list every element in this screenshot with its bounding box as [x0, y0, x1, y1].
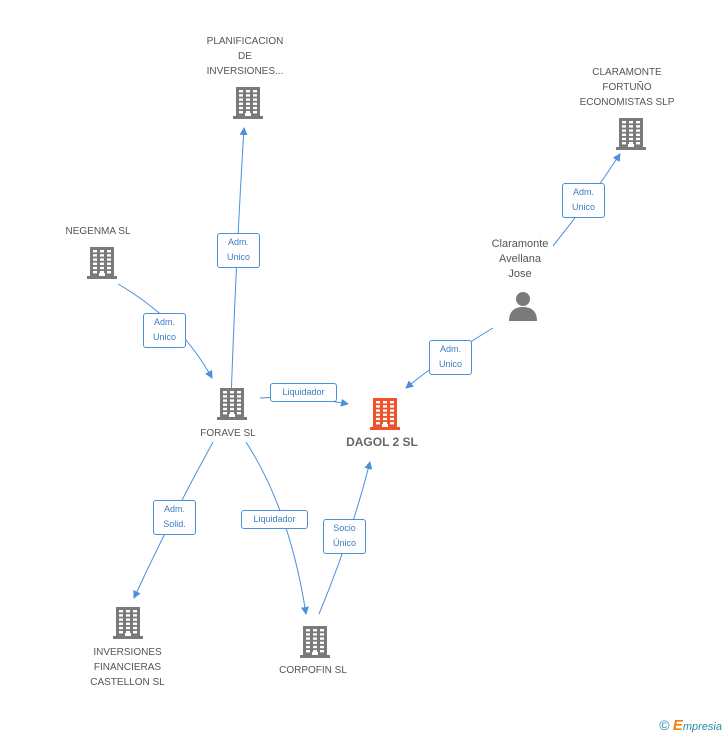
node-label-forave[interactable]: FORAVE SL	[200, 428, 256, 439]
edge-label-forave-corpofin: Liquidador	[241, 510, 308, 529]
building-icon-corpofin[interactable]	[299, 624, 331, 658]
edge-label-person-dagol: Adm. Unico	[429, 340, 472, 375]
node-label-negenma[interactable]: NEGENMA SL	[65, 226, 131, 237]
building-icon-negenma[interactable]	[86, 245, 118, 279]
node-label-claramonte-fortuno[interactable]: CLARAMONTE FORTUÑO ECONOMISTAS SLP	[579, 67, 675, 108]
node-label-claramonte-person[interactable]: Claramonte Avellana Jose	[491, 238, 549, 280]
edge-label-negenma-forave: Adm. Unico	[143, 313, 186, 348]
edge-label-forave-planificacion: Adm. Unico	[217, 233, 260, 268]
building-icon-inversiones-financieras[interactable]	[112, 605, 144, 639]
edge-label-forave-inversiones: Adm. Solid.	[153, 500, 196, 535]
copyright-notice: © Empresia	[659, 717, 722, 734]
node-label-dagol[interactable]: DAGOL 2 SL	[346, 435, 418, 449]
node-label-corpofin[interactable]: CORPOFIN SL	[279, 665, 347, 676]
building-icon-dagol[interactable]	[369, 396, 401, 430]
person-icon[interactable]	[508, 290, 538, 322]
node-label-inversiones-financieras[interactable]: INVERSIONES FINANCIERAS CASTELLON SL	[90, 647, 165, 688]
edge-label-person-claramonte-fortuno: Adm. Unico	[562, 183, 605, 218]
building-icon-forave[interactable]	[216, 386, 248, 420]
building-icon-planificacion[interactable]	[232, 85, 264, 119]
edge-label-corpofin-dagol: Socio Único	[323, 519, 366, 554]
building-icon-claramonte-fortuno[interactable]	[615, 116, 647, 150]
edge-label-forave-dagol: Liquidador	[270, 383, 337, 402]
brand-logo-text: mpresia	[682, 721, 722, 733]
node-label-planificacion[interactable]: PLANIFICACION DE INVERSIONES...	[206, 36, 284, 77]
copyright-symbol: ©	[659, 717, 670, 733]
brand-logo-initial: E	[672, 717, 683, 734]
